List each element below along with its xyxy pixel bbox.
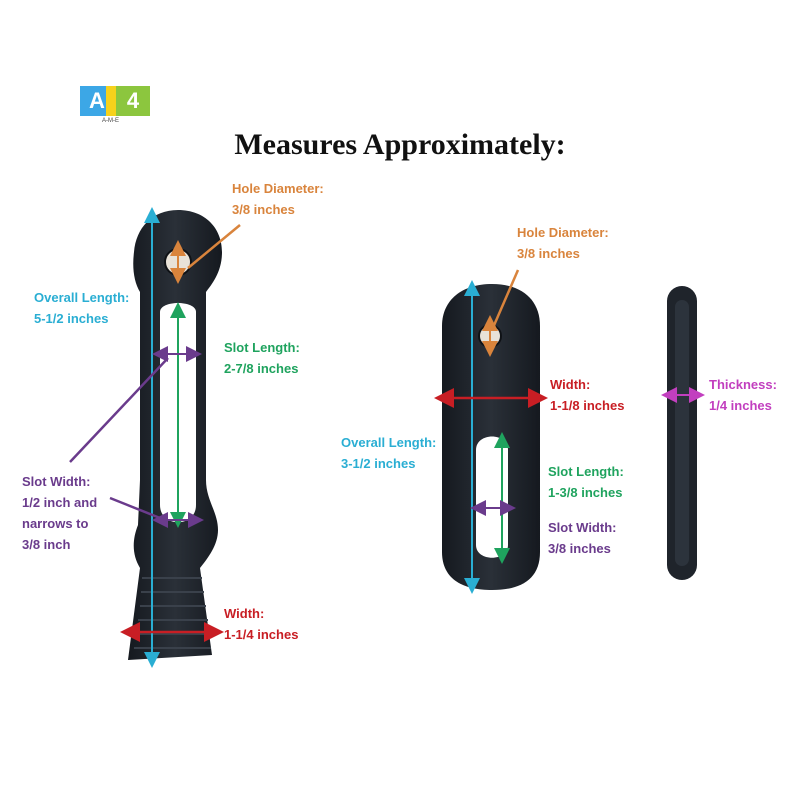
small-width-value: 1-1/8 inches [550,398,625,413]
large-hole-title: Hole Diameter: [232,181,324,196]
large-slot-length-title: Slot Length: [224,340,300,355]
small-hole-label: Hole Diameter: 3/8 inches [517,222,609,264]
large-slot-width-label: Slot Width: 1/2 inch and narrows to 3/8 … [22,471,97,555]
large-width-value: 1-1/4 inches [224,627,299,642]
small-hole-title: Hole Diameter: [517,225,609,240]
large-slot-width-leader-1 [69,357,169,463]
small-strap-slot [476,436,508,558]
large-overall-title: Overall Length: [34,290,130,305]
small-slot-length-label: Slot Length: 1-3/8 inches [548,461,624,503]
logo-subtext: A-M-E [102,118,119,124]
large-slot-width-l2: 1/2 inch and [22,495,98,510]
thickness-value: 1/4 inches [709,398,772,413]
large-strap [128,210,222,660]
small-hole-value: 3/8 inches [517,246,580,261]
small-width-label: Width: 1-1/8 inches [550,374,624,416]
small-slot-width-value: 3/8 inches [548,541,611,556]
large-width-title: Width: [224,606,265,621]
side-view-strap [667,286,697,580]
small-overall-length-label: Overall Length: 3-1/2 inches [341,432,436,474]
small-hole-leader [490,269,520,331]
small-slot-length-value: 1-3/8 inches [548,485,623,500]
small-width-title: Width: [550,377,591,392]
thickness-title: Thickness: [709,377,777,392]
small-slot-width-title: Slot Width: [548,520,617,535]
large-slot-length-label: Slot Length: 2-7/8 inches [224,337,300,379]
logo-tile-4: 4 [106,86,150,116]
small-overall-title: Overall Length: [341,435,437,450]
large-slot-width-l3: narrows to [22,516,89,531]
page-title: Measures Approximately: [234,128,566,161]
large-width-label: Width: 1-1/4 inches [224,603,298,645]
small-overall-value: 3-1/2 inches [341,456,416,471]
large-overall-length-label: Overall Length: 5-1/2 inches [34,287,129,329]
large-hole-leader [187,224,241,269]
large-slot-width-l1: Slot Width: [22,474,91,489]
large-hole-label: Hole Diameter: 3/8 inches [232,178,324,220]
large-hole-value: 3/8 inches [232,202,295,217]
large-slot-width-leader-2 [109,496,161,520]
brand-logo: A 4 A-M-E [80,86,152,126]
large-slot-width-l4: 3/8 inch [22,537,71,552]
large-overall-value: 5-1/2 inches [34,311,109,326]
small-slot-width-label: Slot Width: 3/8 inches [548,517,616,559]
large-slot-length-value: 2-7/8 inches [224,361,299,376]
small-slot-length-title: Slot Length: [548,464,624,479]
thickness-label: Thickness: 1/4 inches [709,374,777,416]
